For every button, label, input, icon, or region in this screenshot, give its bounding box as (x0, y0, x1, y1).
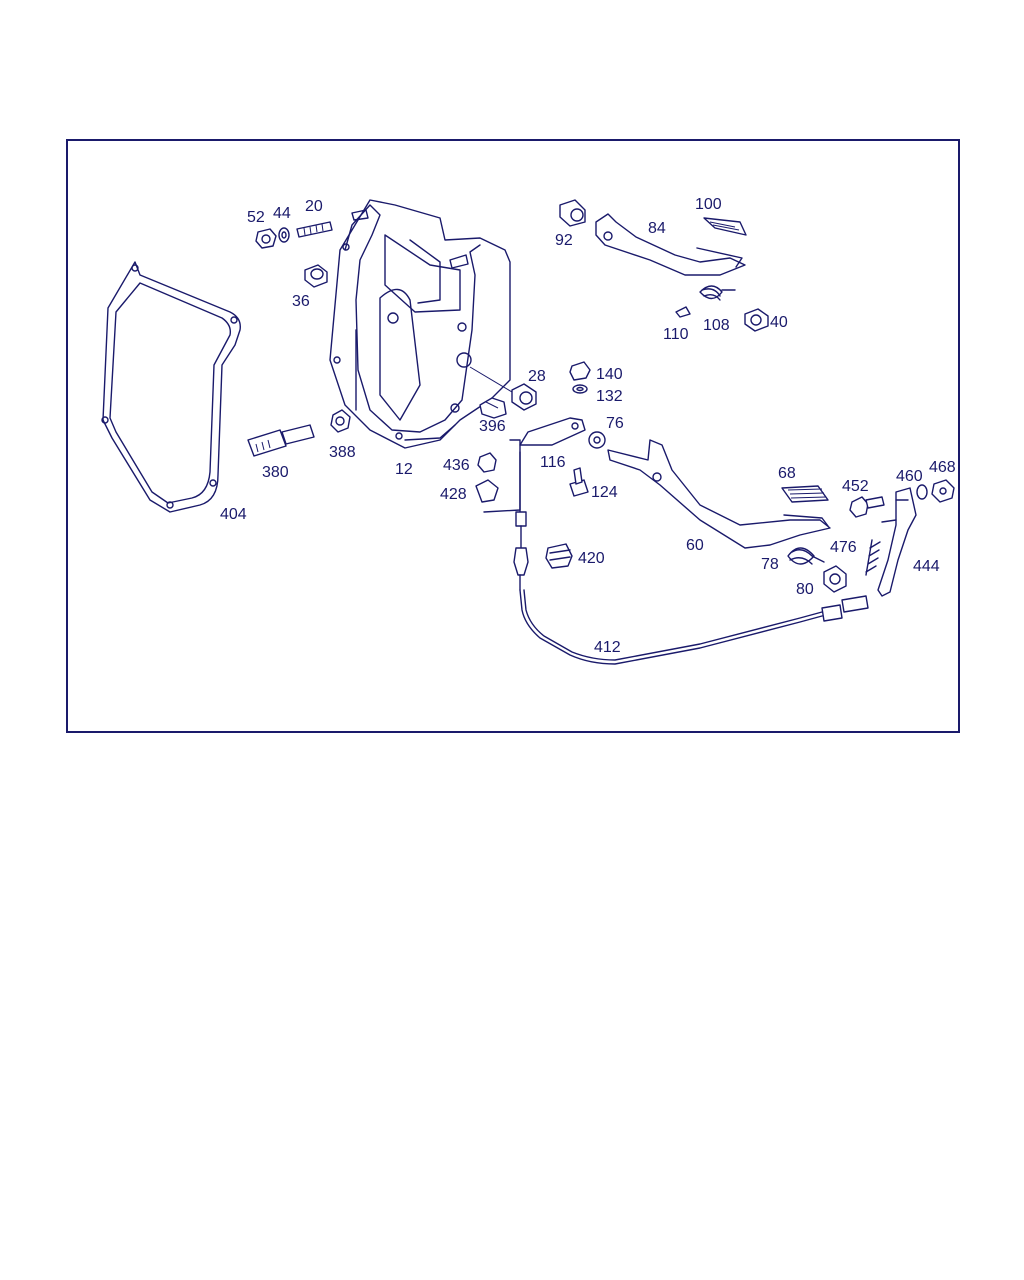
callout-428: 428 (440, 486, 467, 503)
bushing-80 (823, 565, 847, 593)
callout-412: 412 (594, 639, 621, 656)
callout-100: 100 (695, 196, 722, 213)
pad-100 (703, 217, 747, 236)
callout-388: 388 (329, 444, 356, 461)
callout-12: 12 (395, 461, 413, 478)
washer-76 (588, 431, 606, 449)
callout-452: 452 (842, 478, 869, 495)
bolt-452 (849, 496, 885, 518)
nut-388 (330, 409, 351, 433)
callout-108: 108 (703, 317, 730, 334)
nut-468 (931, 479, 955, 503)
callout-380: 380 (262, 464, 289, 481)
bushing-28 (469, 366, 537, 411)
callout-44: 44 (273, 205, 291, 222)
clip-396 (479, 397, 507, 419)
stud-20 (296, 221, 333, 238)
clip-110 (675, 306, 691, 318)
nut-52 (255, 228, 277, 249)
callout-80: 80 (796, 581, 814, 598)
nut-436 (477, 452, 497, 473)
callout-52: 52 (247, 209, 265, 226)
lever-444 (877, 487, 917, 597)
callout-140: 140 (596, 366, 623, 383)
nut-140 (569, 361, 591, 381)
callout-36: 36 (292, 293, 310, 310)
washer-132 (572, 384, 588, 394)
washer-44 (278, 227, 290, 243)
callout-124: 124 (591, 484, 618, 501)
sensor-380 (247, 424, 315, 457)
spring-78 (787, 547, 825, 565)
gasket-404 (101, 261, 241, 513)
clip-428 (475, 479, 499, 503)
callout-60: 60 (686, 537, 704, 554)
pad-68 (781, 485, 829, 503)
housing-12 (329, 199, 511, 449)
callout-68: 68 (778, 465, 796, 482)
pedal-lever-84 (595, 213, 746, 276)
callout-28: 28 (528, 368, 546, 385)
spring-476 (865, 539, 881, 576)
callout-92: 92 (555, 232, 573, 249)
clutch-pedal-60 (607, 439, 831, 549)
callout-476: 476 (830, 539, 857, 556)
callout-468: 468 (929, 459, 956, 476)
callout-404: 404 (220, 506, 247, 523)
callout-84: 84 (648, 220, 666, 237)
callout-460: 460 (896, 468, 923, 485)
washer-460 (916, 484, 928, 500)
callout-20: 20 (305, 198, 323, 215)
spring-108 (699, 285, 736, 301)
callout-420: 420 (578, 550, 605, 567)
callout-396: 396 (479, 418, 506, 435)
callout-116: 116 (540, 454, 566, 471)
bushing-40 (744, 308, 769, 332)
callout-132: 132 (596, 388, 623, 405)
callout-76: 76 (606, 415, 624, 432)
callout-40: 40 (770, 314, 788, 331)
bushing-92 (559, 199, 586, 227)
cable-412 (513, 451, 869, 665)
grommet-420 (545, 543, 573, 569)
diagram-frame (66, 139, 960, 733)
callout-78: 78 (761, 556, 779, 573)
callout-444: 444 (913, 558, 940, 575)
bushing-36 (304, 264, 328, 288)
bolt-124 (569, 467, 589, 497)
callout-110: 110 (663, 326, 689, 343)
callout-436: 436 (443, 457, 470, 474)
